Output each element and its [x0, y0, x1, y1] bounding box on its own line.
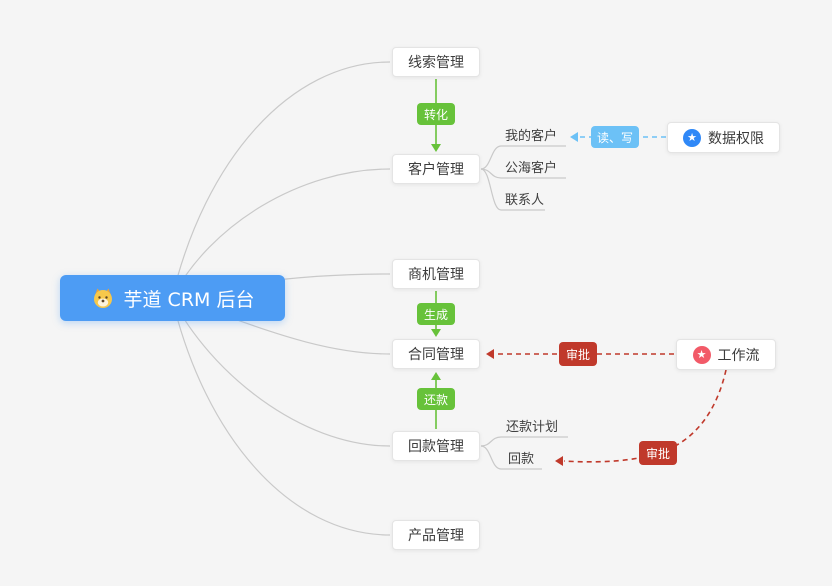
star-icon: ★: [683, 128, 701, 147]
subnode-my-customers-label: 我的客户: [505, 129, 558, 144]
node-data-permission[interactable]: ★ 数据权限: [667, 122, 780, 153]
arrow-approve-contract-head: [486, 349, 494, 359]
edge-label-approve-receivable-text: 审批: [645, 446, 670, 461]
edge-label-approve-contract: 审批: [559, 342, 597, 366]
node-contract-management-label: 合同管理: [408, 347, 464, 363]
node-customer-management-label: 客户管理: [408, 162, 464, 178]
node-lead-management[interactable]: 线索管理: [392, 47, 480, 77]
node-lead-management-label: 线索管理: [408, 55, 464, 71]
root-node-crm-admin[interactable]: 芋道 CRM 后台: [60, 275, 285, 321]
subnode-public-sea-customers[interactable]: 公海客户: [505, 160, 557, 177]
edge-root-customers: [171, 168, 391, 299]
node-receivable-management-label: 回款管理: [408, 439, 464, 455]
edge-customers-contacts: [480, 168, 545, 211]
dog-icon: [93, 288, 112, 308]
subnode-receivable-label: 回款: [508, 452, 535, 467]
edge-label-generate: 生成: [417, 303, 455, 325]
arrow-read-write-head: [570, 132, 578, 142]
edge-root-leads: [171, 61, 391, 299]
edge-receivables-repayment-plan: [480, 436, 568, 447]
node-product-management[interactable]: 产品管理: [392, 520, 480, 550]
root-node-label: 芋道 CRM 后台: [123, 288, 255, 311]
node-data-permission-label: 数据权限: [708, 130, 764, 147]
edge-label-repay: 还款: [417, 388, 455, 410]
node-opportunity-management-label: 商机管理: [408, 267, 464, 283]
arrow-generate-head: [431, 329, 441, 337]
node-workflow-label: 工作流: [717, 347, 760, 364]
node-workflow[interactable]: ★ 工作流: [676, 339, 776, 370]
node-customer-management[interactable]: 客户管理: [392, 154, 480, 184]
node-receivable-management[interactable]: 回款管理: [392, 431, 480, 461]
subnode-repayment-plan[interactable]: 还款计划: [506, 419, 558, 436]
node-product-management-label: 产品管理: [408, 528, 464, 544]
subnode-my-customers[interactable]: 我的客户: [505, 128, 557, 145]
edge-root-products: [171, 297, 391, 536]
node-opportunity-management[interactable]: 商机管理: [392, 259, 480, 289]
arrow-repay-head: [431, 372, 441, 380]
edge-customers-public-sea: [480, 168, 566, 179]
subnode-contacts[interactable]: 联系人: [505, 192, 544, 209]
arrow-approve-receivable-head: [555, 456, 563, 466]
edge-label-approve-receivable: 审批: [639, 441, 677, 465]
subnode-public-sea-customers-label: 公海客户: [505, 161, 558, 176]
edge-label-read-write-text: 读、写: [596, 130, 633, 145]
edge-root-receivables: [171, 297, 391, 447]
edge-label-read-write: 读、写: [591, 126, 639, 148]
subnode-contacts-label: 联系人: [505, 193, 545, 208]
star-icon: ★: [692, 345, 711, 364]
edge-receivables-receivable: [480, 445, 542, 470]
edge-label-generate-text: 生成: [423, 307, 448, 322]
edge-label-repay-text: 还款: [423, 392, 448, 407]
edge-label-convert: 转化: [417, 103, 455, 125]
edge-customers-my-customers: [480, 145, 566, 170]
edge-label-convert-text: 转化: [423, 107, 448, 122]
subnode-receivable[interactable]: 回款: [508, 451, 534, 468]
arrow-convert-head: [431, 144, 441, 152]
node-contract-management[interactable]: 合同管理: [392, 339, 480, 369]
edge-label-approve-contract-text: 审批: [565, 347, 590, 362]
subnode-repayment-plan-label: 还款计划: [506, 420, 559, 435]
